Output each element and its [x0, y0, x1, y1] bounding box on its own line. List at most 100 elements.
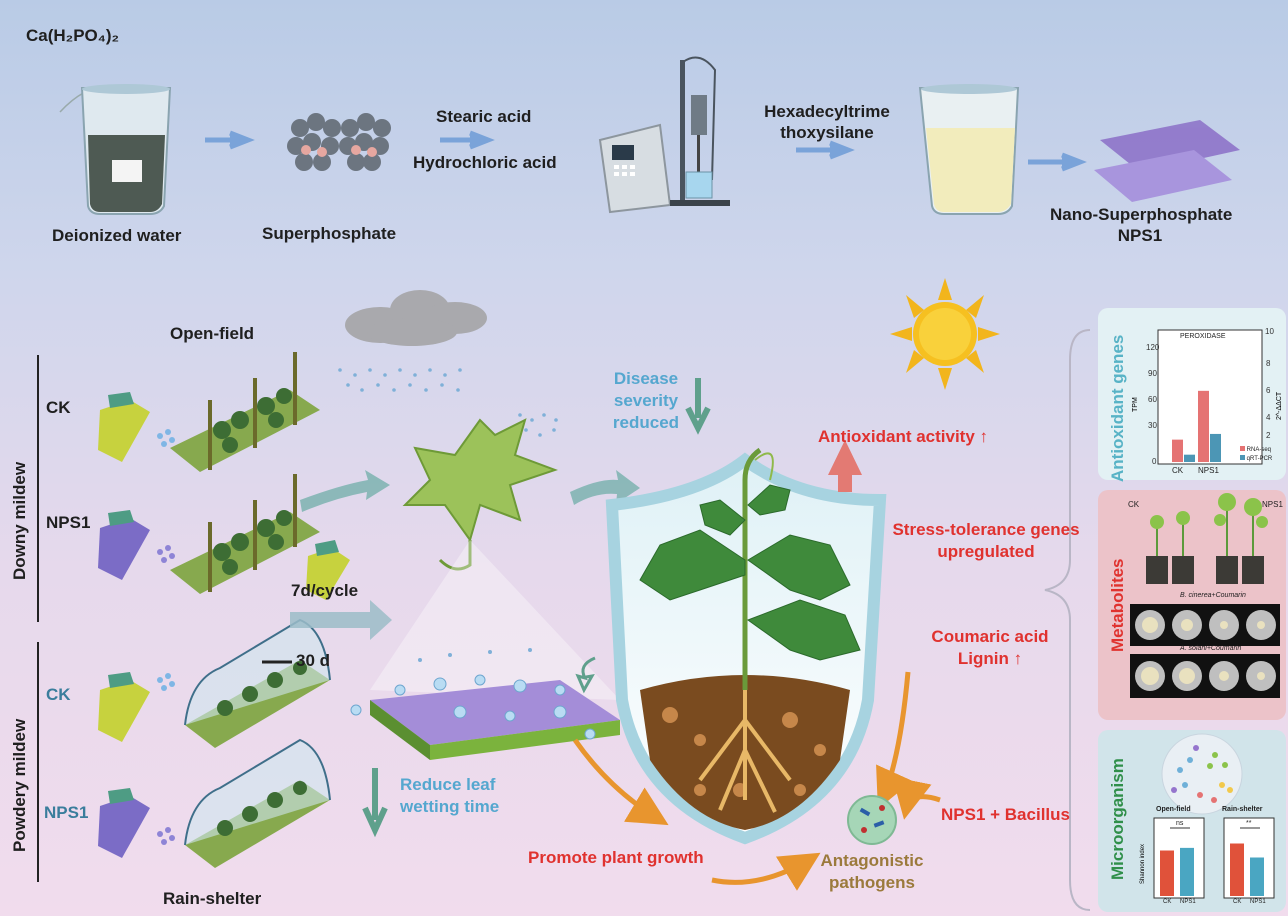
- ck-powdery-label: CK: [46, 685, 71, 704]
- sprayer-ck-powdery: [98, 672, 150, 742]
- svg-text:8: 8: [1266, 359, 1271, 368]
- peroxidase-bar-rna-seq-ck: [1172, 439, 1183, 462]
- product-line1: Nano-Superphosphate: [1050, 205, 1233, 224]
- svg-text:4: 4: [1266, 413, 1271, 422]
- arrow-down-disease: [685, 378, 711, 435]
- coumaric-line1: Coumaric acid: [931, 627, 1049, 646]
- micro-nps1-tick-1: NPS1: [1180, 899, 1196, 905]
- arrow-down-wetting: [362, 768, 388, 838]
- leaf-zoom-cone: [370, 540, 620, 700]
- downy-mildew-label: Downy mildew: [10, 461, 29, 580]
- peroxidase-bar-rna-seq-nps1: [1198, 390, 1209, 462]
- sprayer-nps1-downy: [98, 510, 150, 580]
- antioxidant-activity-label: Antioxidant activity ↑: [818, 427, 989, 446]
- coumaric-label: Coumaric acid Lignin ↑: [915, 626, 1065, 670]
- synthesis-beaker-water: [59, 84, 172, 215]
- legend-qrt-pcr-text: qRT-PCR: [1246, 456, 1273, 462]
- micro-nps1-tick-2: NPS1: [1250, 899, 1266, 905]
- petri-dishes: [1130, 604, 1280, 698]
- a-solani-label: A. solani+Coumarin: [1180, 645, 1242, 652]
- vineyard-nps1: [170, 474, 320, 594]
- micro-rain-shelter-label: Rain-shelter: [1222, 806, 1263, 813]
- open-field-label: Open-field: [170, 324, 255, 343]
- arrow-2: [440, 130, 495, 150]
- b-cinerea-label: B. cinerea+Coumarin: [1180, 592, 1246, 599]
- metabolites-title: Metabolites: [1108, 558, 1127, 652]
- leaf-line2: wetting time: [400, 797, 500, 816]
- svg-text:6: 6: [1266, 386, 1271, 395]
- silane-line1: Hexadecyltrime: [764, 102, 890, 121]
- arrow-to-leaf: [300, 470, 390, 512]
- legend-rna-seq-text: RNA-seq: [1246, 447, 1272, 453]
- arrow-up-antioxidant: [828, 440, 862, 492]
- vineyard-ck: [170, 352, 320, 472]
- micro-ck-tick-1: CK: [1163, 899, 1172, 905]
- arrow-to-shield: [570, 470, 640, 505]
- perox-ck-tick: CK: [1172, 466, 1184, 475]
- shannon-axis-label: Shannon index: [1140, 843, 1146, 884]
- pathogen-cell-icon: [847, 795, 897, 845]
- plant-shield: [605, 447, 887, 845]
- disease-line3: reduced: [612, 413, 680, 432]
- product-line2: NPS1: [1117, 226, 1163, 245]
- shannon-bar-rain-shelter-nps1: [1250, 857, 1264, 896]
- svg-text:0: 0: [1152, 457, 1157, 466]
- rain-shelter-label: Rain-shelter: [163, 889, 262, 908]
- metab-ck-label: CK: [1128, 500, 1140, 509]
- antagonistic-label: Antagonistic pathogens: [810, 850, 934, 894]
- growth-label: Promote plant growth: [528, 848, 704, 867]
- silane-line2: thoxysilane: [780, 123, 874, 142]
- metab-nps1-label: NPS1: [1262, 500, 1283, 509]
- stearic-acid-label: Stearic acid: [436, 107, 532, 126]
- nps1-nanoparticles: [1094, 120, 1240, 202]
- legend-qrt-pcr: qRT-PCR: [1240, 455, 1272, 462]
- antagonistic-line1: Antagonistic: [820, 851, 924, 870]
- sprayer-center: [306, 540, 350, 600]
- peroxidase-bar-qrt-pcr-nps1: [1210, 433, 1221, 462]
- star-label: **: [1246, 820, 1252, 827]
- leaf-surface-zoom: [350, 648, 620, 760]
- nps1-downy-label: NPS1: [46, 513, 91, 532]
- tpm-axis-label: TPM: [1132, 397, 1139, 412]
- svg-text:90: 90: [1148, 369, 1157, 378]
- powdery-mildew-label: Powdery mildew: [10, 718, 29, 852]
- grape-leaf: [402, 418, 558, 571]
- shannon-bar-open-field-nps1: [1180, 847, 1194, 896]
- leaf-line1: Reduce leaf: [400, 775, 496, 794]
- arrow-1: [205, 130, 255, 150]
- microbial-network: [1161, 733, 1243, 815]
- micro-ck-tick-2: CK: [1233, 899, 1242, 905]
- bracket: [1044, 329, 1091, 911]
- silane-label: Hexadecyltrime thoxysilane: [752, 101, 902, 143]
- arrow-bacillus: [892, 776, 941, 820]
- ddct-axis-label: 2^-ΔΔCT: [1276, 391, 1283, 420]
- svg-text:10: 10: [1265, 327, 1274, 336]
- ns-label: ns: [1176, 820, 1184, 827]
- antagonistic-line2: pathogens: [829, 873, 915, 892]
- ck-downy-label: CK: [46, 398, 71, 417]
- arrow-4: [1028, 152, 1087, 172]
- arrow-cycle: [290, 600, 392, 640]
- nps1-powdery-label: NPS1: [44, 803, 89, 822]
- svg-text:60: 60: [1148, 395, 1157, 404]
- metabolite-plants: [1146, 493, 1268, 584]
- coumaric-line2: Lignin ↑: [957, 649, 1023, 668]
- duration-label: 30 d: [296, 651, 331, 670]
- arrow-leaf-to-growth: [572, 738, 669, 826]
- svg-text:2: 2: [1266, 431, 1271, 440]
- arrow-coumaric: [876, 671, 913, 810]
- stress-line2: upregulated: [937, 542, 1035, 561]
- leaf-wetting-label: Reduce leaf wetting time: [400, 774, 499, 818]
- micro-open-field-label: Open-field: [1156, 806, 1191, 813]
- sun-icon: [890, 278, 1000, 390]
- bacillus-label: NPS1 + Bacillus: [941, 805, 1070, 824]
- cycle-label: 7d/cycle: [291, 581, 359, 600]
- greenhouse-nps1: [184, 738, 331, 868]
- deionized-water-label: Deionized water: [52, 226, 182, 245]
- greenhouse-ck: [184, 618, 331, 748]
- synthesis-beaker-product: [918, 84, 1020, 215]
- microorganism-title: Microorganism: [1108, 758, 1127, 880]
